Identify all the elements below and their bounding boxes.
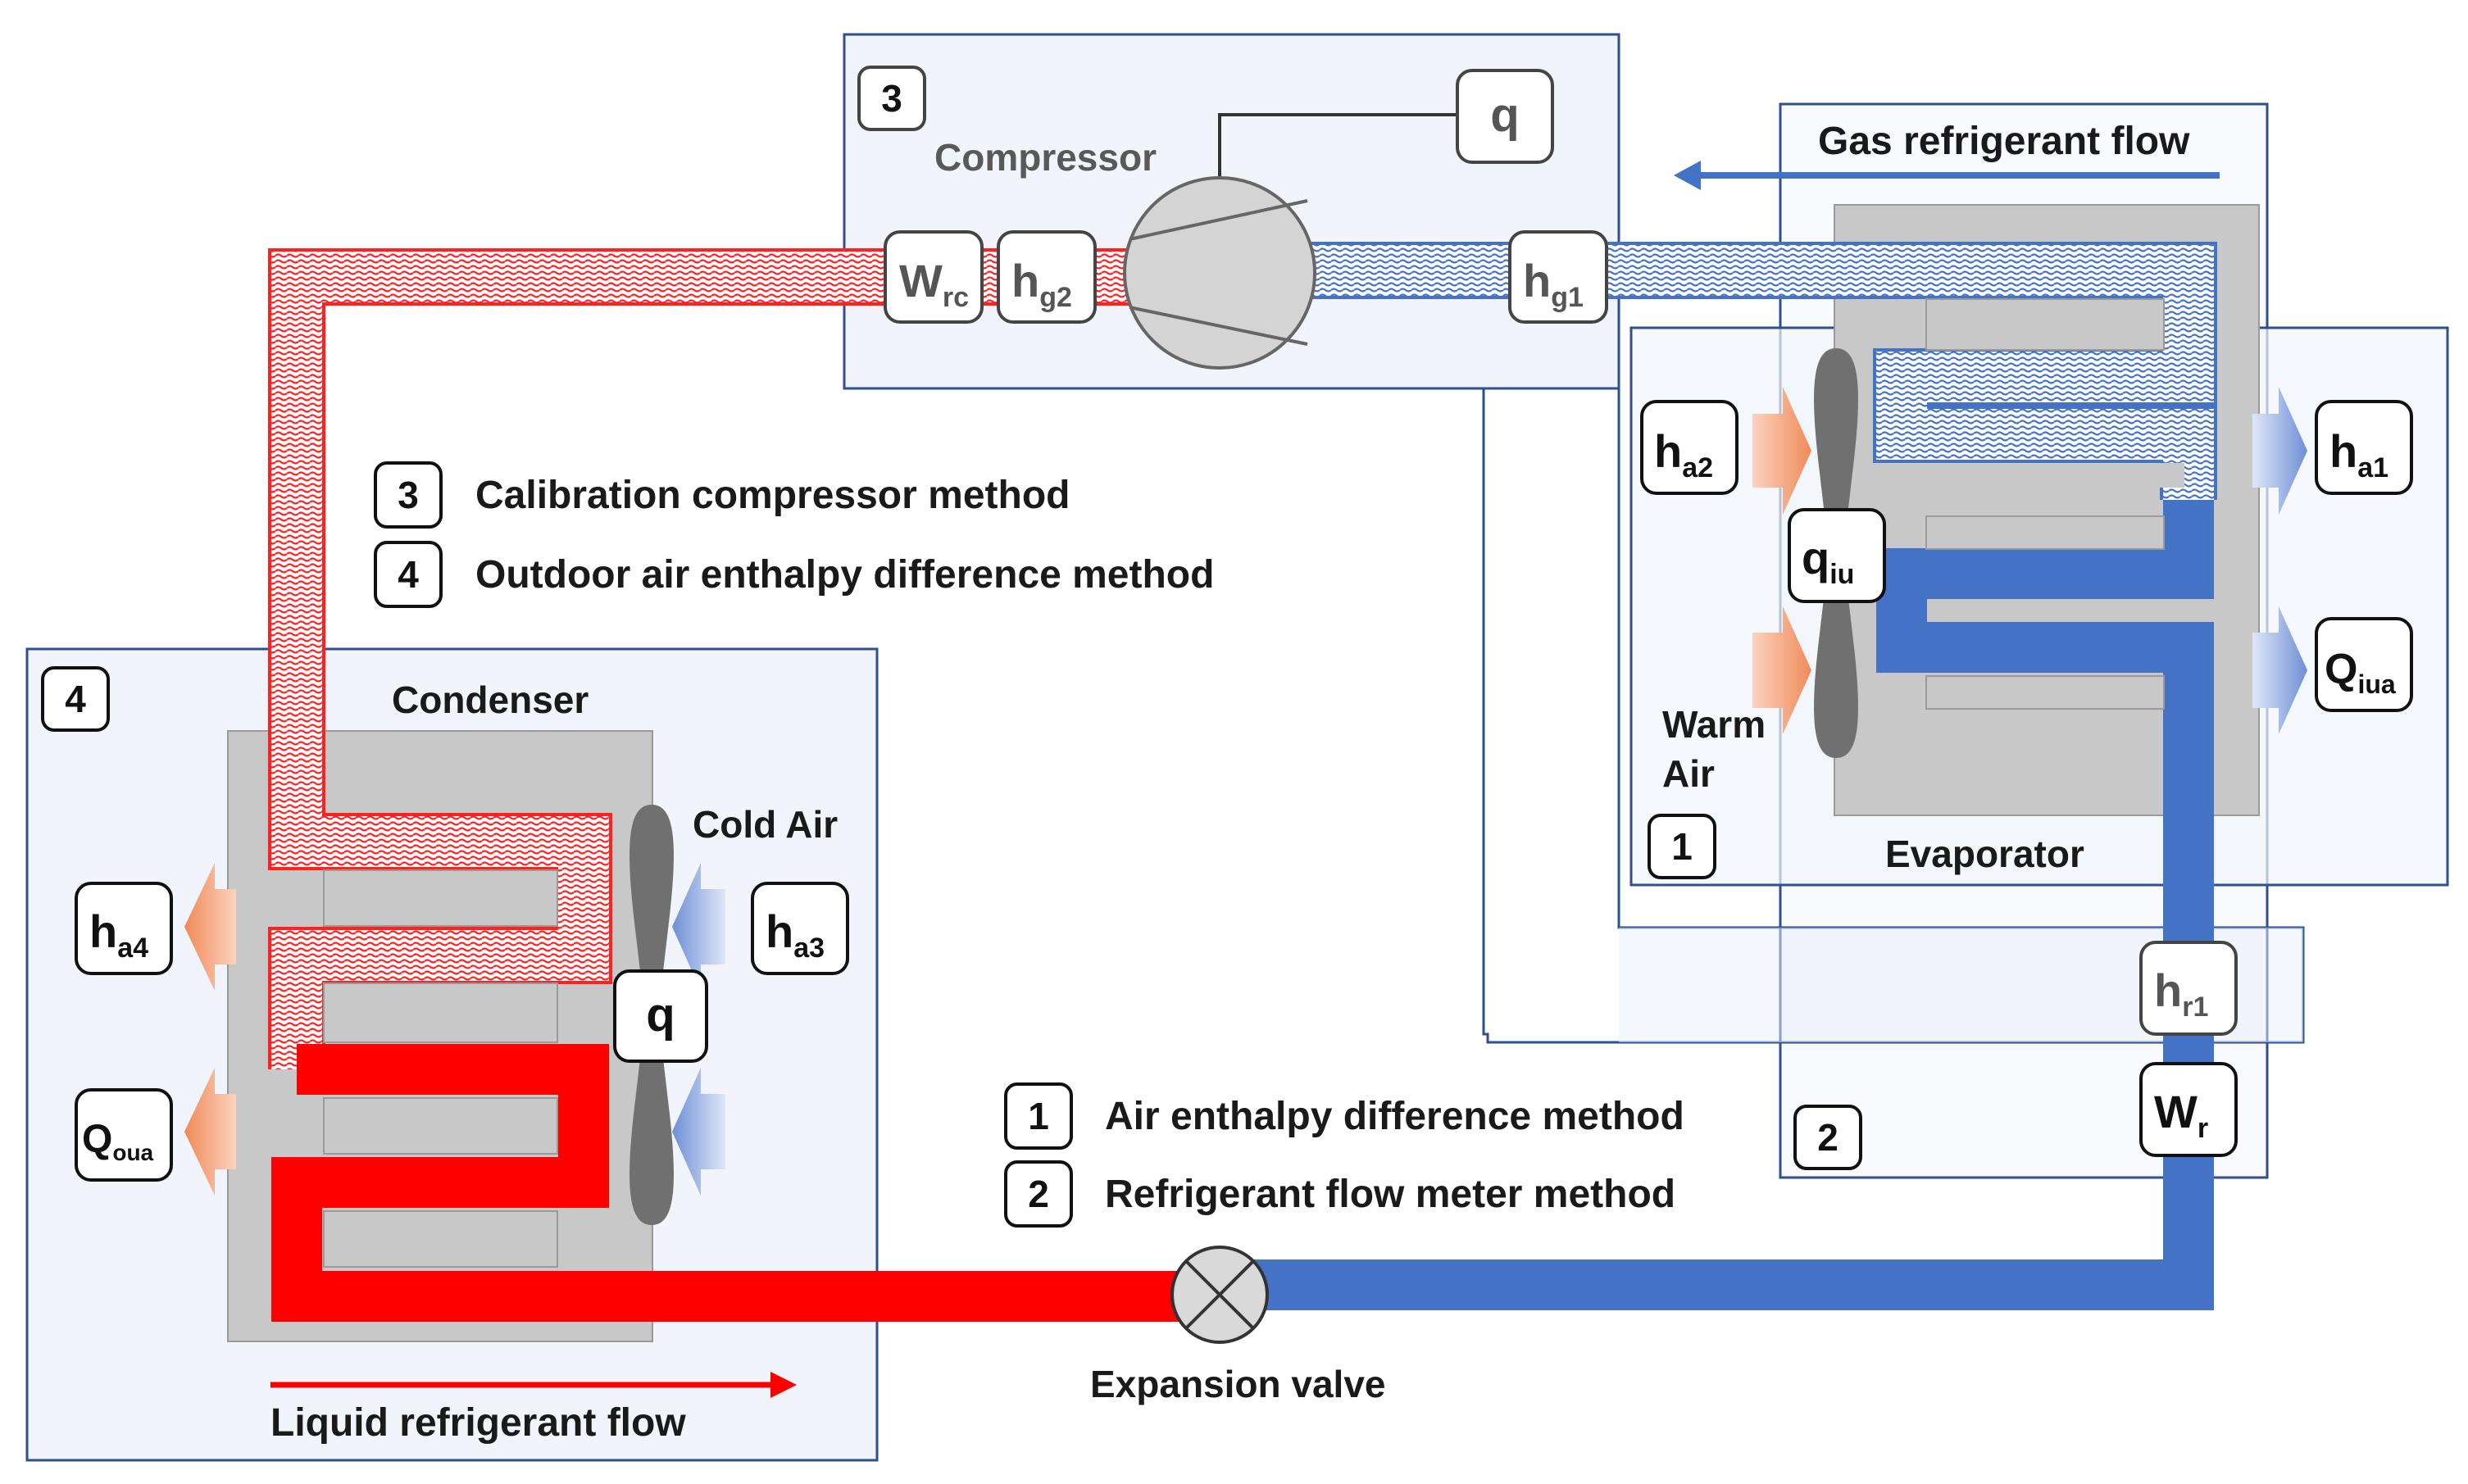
compressor-label: Compressor (934, 136, 1157, 179)
cold-air-label: Cold Air (693, 803, 838, 846)
svg-text:q: q (1490, 88, 1519, 142)
svg-text:ha3: ha3 (766, 905, 825, 964)
svg-text:ha2: ha2 (1654, 425, 1713, 483)
svg-text:1: 1 (1671, 825, 1693, 868)
gas-flow-arrow (1674, 161, 2220, 190)
svg-text:hr1: hr1 (2154, 964, 2208, 1023)
method-number: 1 (1028, 1095, 1049, 1137)
variable-badge-qiua: Qiua (2315, 617, 2413, 712)
variable-badge-hg1: hg1 (1508, 230, 1608, 324)
method-number: 4 (398, 553, 419, 596)
variable-badge-ha1: ha1 (2315, 400, 2413, 495)
cold-air-arrow-in-2 (672, 1068, 725, 1196)
svg-text:hg2: hg2 (1011, 255, 1072, 313)
svg-text:Wr: Wr (2154, 1086, 2208, 1144)
liquid-flow-label: Liquid refrigerant flow (270, 1401, 686, 1445)
cold-air-arrow-out-1 (2252, 387, 2307, 515)
method-number: 2 (1028, 1173, 1049, 1215)
liquid-flow-arrow (270, 1372, 797, 1398)
gas-flow-label: Gas refrigerant flow (1818, 120, 2190, 163)
evaporator-outlet-pipe (1229, 697, 2214, 1310)
compressor-icon (1123, 176, 1316, 370)
warm-air-arrow-in-2 (1752, 606, 1811, 734)
condenser-fan-icon (629, 805, 674, 1225)
compressor-power-line (1218, 113, 1459, 176)
variable-badge-ha2: ha2 (1640, 400, 1739, 495)
variable-badge-q-condenser: q (613, 969, 708, 1063)
svg-text:Wrc: Wrc (899, 255, 969, 313)
method-label: Air enthalpy difference method (1105, 1095, 1684, 1138)
expansion-valve-label: Expansion valve (1090, 1363, 1386, 1405)
variable-badge-hr1: hr1 (2139, 941, 2238, 1036)
warm-air-label-line2: Air (1662, 752, 1715, 795)
method-label: Refrigerant flow meter method (1105, 1173, 1675, 1216)
panel-badge-condenser: 4 (41, 666, 110, 732)
variable-badge-qiu: qiu (1788, 508, 1886, 603)
panel-badge-evaporator: 1 (1648, 814, 1716, 879)
panel-badge-compressor: 3 (857, 66, 926, 131)
warm-air-arrow-out-2 (184, 1068, 236, 1196)
variable-badge-qoua: Qoua (75, 1088, 173, 1182)
variable-badge-q-compressor: q (1456, 69, 1554, 164)
warm-air-arrow-out-1 (184, 863, 236, 991)
variable-badge-ha3: ha3 (751, 882, 849, 975)
method-legend-item-1: 1 Air enthalpy difference method (1004, 1082, 1684, 1150)
svg-text:3: 3 (881, 77, 902, 120)
evaporator-label: Evaporator (1885, 833, 2084, 875)
svg-text:ha1: ha1 (2329, 425, 2388, 483)
variable-badge-wr: Wr (2139, 1062, 2238, 1157)
svg-text:4: 4 (65, 678, 86, 720)
svg-text:ha4: ha4 (89, 905, 148, 964)
evaporator-liquid-path (1876, 500, 2214, 697)
svg-text:Qoua: Qoua (82, 1118, 154, 1165)
warm-air-arrow-in-1 (1752, 387, 1811, 515)
method-number: 3 (398, 474, 419, 516)
variable-badge-ha4: ha4 (75, 882, 173, 975)
svg-text:2: 2 (1817, 1116, 1839, 1159)
variable-badge-wrc: Wrc (884, 230, 984, 324)
method-legend-item-3: 3 Calibration compressor method (374, 461, 1070, 529)
method-label: Calibration compressor method (475, 474, 1070, 517)
panel-badge-flowmeter: 2 (1793, 1105, 1862, 1170)
cold-air-arrow-out-2 (2252, 606, 2307, 734)
svg-text:hg1: hg1 (1523, 255, 1584, 313)
warm-air-label-line1: Warm (1662, 703, 1766, 746)
condenser-liquid-path (271, 1044, 1229, 1322)
svg-text:q: q (646, 988, 675, 1042)
method-legend-item-4: 4 Outdoor air enthalpy difference method (374, 541, 1214, 608)
svg-text:Qiua: Qiua (2325, 646, 2396, 699)
svg-text:qiu: qiu (1802, 532, 1854, 590)
method-label: Outdoor air enthalpy difference method (475, 553, 1214, 597)
cold-air-arrow-in-1 (672, 863, 725, 991)
method-legend-item-2: 2 Refrigerant flow meter method (1004, 1160, 1675, 1228)
variable-badge-hg2: hg2 (997, 230, 1097, 324)
condenser-label: Condenser (392, 678, 589, 721)
